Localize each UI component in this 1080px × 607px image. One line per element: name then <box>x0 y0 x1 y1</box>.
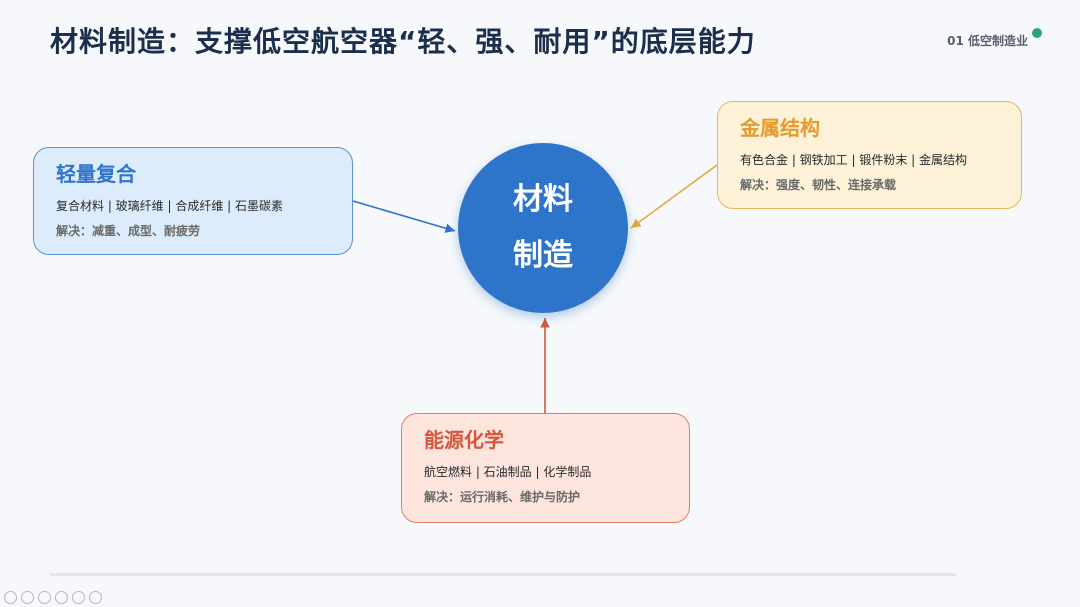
node-items: 航空燃料 | 石油制品 | 化学制品 <box>424 465 592 479</box>
page-title: 材料制造：支撑低空航空器“轻、强、耐用”的底层能力 <box>50 25 756 58</box>
pen-icon[interactable] <box>38 591 51 604</box>
node-solve: 解决：减重、成型、耐疲劳 <box>56 224 201 238</box>
center-node: 材料 制造 <box>458 143 628 313</box>
footer-divider <box>50 573 956 576</box>
node-items: 有色合金 | 钢铁加工 | 锻件粉末 | 金属结构 <box>740 153 968 167</box>
pointer-icon[interactable] <box>55 591 68 604</box>
node-metal-structure: 金属结构 有色合金 | 钢铁加工 | 锻件粉末 | 金属结构 解决：强度、韧性、… <box>717 101 1022 209</box>
prev-icon[interactable] <box>4 591 17 604</box>
center-label-line2: 制造 <box>513 238 573 273</box>
zoom-icon[interactable] <box>72 591 85 604</box>
more-icon[interactable] <box>89 591 102 604</box>
node-items: 复合材料 | 玻璃纤维 | 合成纤维 | 石墨碳素 <box>56 199 284 213</box>
node-solve: 解决：运行消耗、维护与防护 <box>424 490 581 504</box>
section-label: 01 低空制造业 <box>947 34 1028 48</box>
node-title: 金属结构 <box>740 116 820 140</box>
node-title: 轻量复合 <box>56 162 136 186</box>
center-label-line1: 材料 <box>513 182 573 217</box>
node-solve: 解决：强度、韧性、连接承载 <box>740 178 897 192</box>
node-energy-chemistry: 能源化学 航空燃料 | 石油制品 | 化学制品 解决：运行消耗、维护与防护 <box>401 413 690 523</box>
node-title: 能源化学 <box>424 428 504 452</box>
node-light-composite: 轻量复合 复合材料 | 玻璃纤维 | 合成纤维 | 石墨碳素 解决：减重、成型、… <box>33 147 353 255</box>
next-icon[interactable] <box>21 591 34 604</box>
slide-toolbar[interactable] <box>4 591 102 604</box>
status-dot <box>1032 28 1042 38</box>
arrow-metal-to-center <box>630 164 718 229</box>
arrow-light-to-center <box>352 200 456 233</box>
